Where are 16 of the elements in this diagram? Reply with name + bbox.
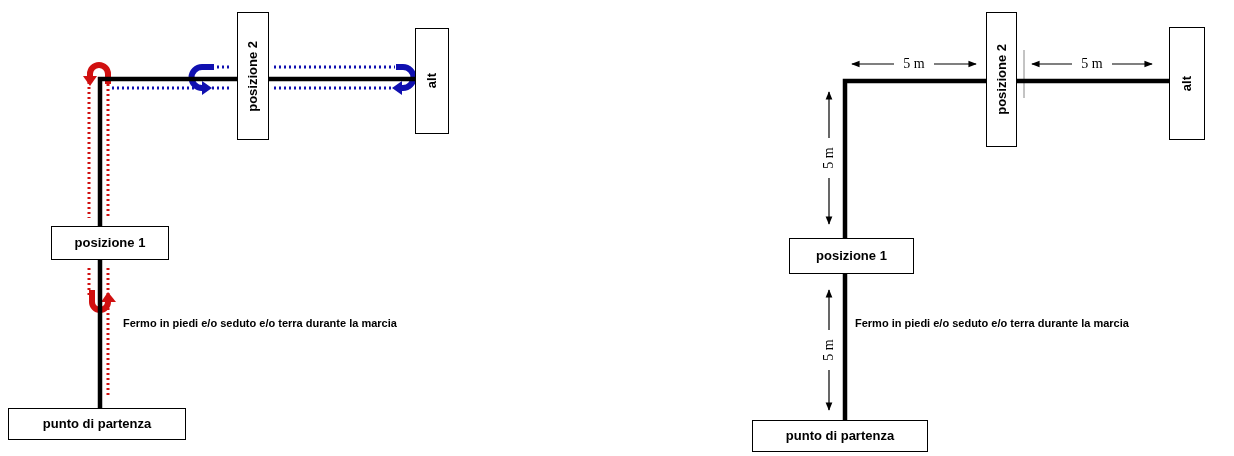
label-box: punto di partenza [8, 408, 186, 440]
path-line [842, 274, 848, 420]
label-box: posizione 2 [237, 12, 269, 140]
label-box: punto di partenza [752, 420, 928, 452]
label-box: posizione 1 [789, 238, 914, 274]
label-box: alt [415, 28, 449, 134]
note-text: Fermo in piedi e/o seduto e/o terra durante la marcia [123, 316, 397, 331]
path-line [97, 76, 237, 226]
label-box: posizione 2 [986, 12, 1017, 147]
path-line [269, 76, 415, 82]
path-line [1017, 78, 1169, 84]
label-box: alt [1169, 27, 1205, 140]
path-line [97, 260, 103, 408]
label-box: posizione 1 [51, 226, 169, 260]
path-line [842, 78, 986, 238]
note-text: Fermo in piedi e/o seduto e/o terra durante la marcia [855, 316, 1129, 331]
